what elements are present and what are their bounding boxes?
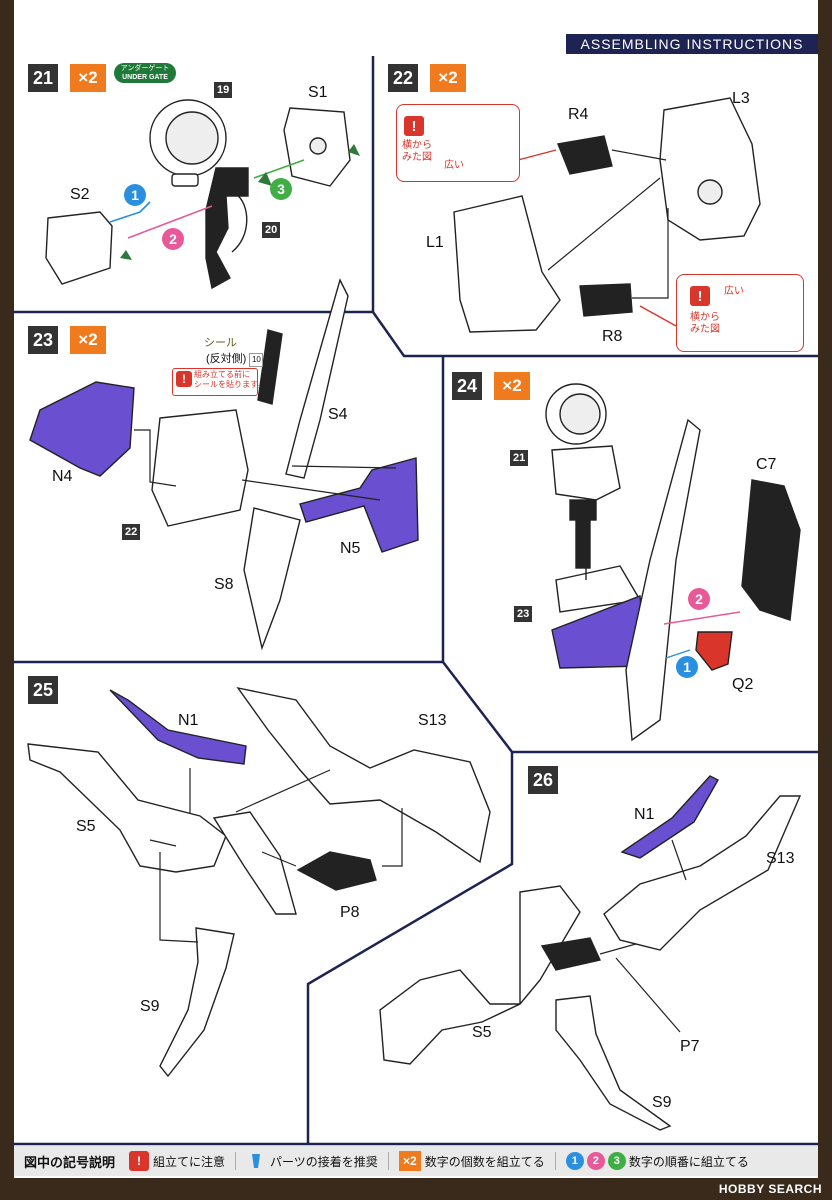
caution-line-2: シールを貼ります。 [194, 380, 266, 389]
part-tag-22: 22 [122, 524, 141, 540]
sticker-sub: (反対側) 10 [206, 350, 264, 367]
part-label-s8: S8 [214, 576, 234, 593]
part-label-n5: N5 [340, 540, 361, 557]
part-label-s9: S9 [140, 998, 160, 1015]
part-label-s13: S13 [766, 850, 795, 867]
step-21-number: 21 [28, 64, 58, 92]
side-view-label-2b: みた図 [690, 324, 720, 335]
caution-icon: ! [404, 116, 424, 136]
legend-glue-text: パーツの接着を推奨 [270, 1154, 378, 1169]
order-1-circle: 1 [676, 656, 698, 678]
header-title: ASSEMBLING INSTRUCTIONS [566, 34, 818, 54]
order-2-circle: 2 [688, 588, 710, 610]
legend-title: 図中の記号説明 [24, 1154, 116, 1170]
multiplier-icon: ×2 [398, 1151, 421, 1171]
order-1-circle: 1 [124, 184, 146, 206]
part-tag-20: 20 [262, 222, 281, 238]
under-gate-badge: アンダーゲート UNDER GATE [114, 63, 176, 83]
part-tag-23: 23 [514, 606, 533, 622]
wide-label-1: 広い [444, 160, 464, 171]
caution-icon: ! [129, 1151, 150, 1171]
under-gate-jp: アンダーゲート [120, 65, 170, 72]
part-label-c7: C7 [756, 456, 777, 473]
step-23-number: 23 [28, 326, 58, 354]
sticker-side: (反対側) [206, 353, 247, 365]
symbol-legend: 図中の記号説明 ! 組立てに注意 パーツの接着を推奨 ×2 数字の個数を組立てる… [14, 1146, 818, 1176]
step-22-number: 22 [388, 64, 418, 92]
part-label-s1: S1 [308, 84, 328, 101]
step-21-multiplier: ×2 [70, 64, 106, 92]
glue-icon [246, 1151, 266, 1171]
part-label-s9: S9 [652, 1094, 672, 1111]
step-22-multiplier: ×2 [430, 64, 466, 92]
sticker-text: シール [204, 337, 237, 349]
part-label-s13: S13 [418, 712, 447, 729]
part-label-l3: L3 [732, 90, 750, 107]
wide-label-2: 広い [724, 286, 744, 297]
order-1-icon: 1 [565, 1152, 584, 1170]
legend-multiplier-text: 数字の個数を組立てる [424, 1154, 545, 1169]
order-3-circle: 3 [270, 178, 292, 200]
legend-divider [235, 1152, 237, 1170]
part-label-p7: P7 [680, 1038, 700, 1055]
part-label-s5: S5 [472, 1024, 492, 1041]
side-view-label-1a: 横から [402, 140, 432, 151]
legend-order-text: 数字の順番に組立てる [628, 1154, 749, 1169]
step-25-number: 25 [28, 676, 58, 704]
part-label-s4: S4 [328, 406, 348, 423]
caution-icon: ! [176, 371, 192, 387]
part-label-r4: R4 [568, 106, 589, 123]
side-view-label-1b: みた図 [402, 152, 432, 163]
part-label-n1: N1 [178, 712, 199, 729]
part-label-l1: L1 [426, 234, 444, 251]
part-tag-21: 21 [510, 450, 529, 466]
part-label-n1: N1 [634, 806, 655, 823]
part-tag-19: 19 [214, 82, 233, 98]
legend-caution: ! 組立てに注意 [129, 1151, 225, 1171]
step21-art [45, 99, 351, 290]
legend-multiplier: ×2 数字の個数を組立てる [398, 1151, 545, 1171]
step-26-number: 26 [528, 766, 558, 794]
side-view-label-2a: 横から [690, 312, 720, 323]
part-label-p8: P8 [340, 904, 360, 921]
part-label-s2: S2 [70, 186, 90, 203]
legend-divider [554, 1152, 556, 1170]
sticker-label: シール [204, 334, 237, 350]
under-gate-en: UNDER GATE [122, 74, 168, 81]
legend-caution-text: 組立てに注意 [153, 1154, 226, 1169]
step-24-multiplier: ×2 [494, 372, 530, 400]
order-3-icon: 3 [607, 1152, 626, 1170]
caution-icon: ! [690, 286, 710, 306]
order-2-icon: 2 [586, 1152, 605, 1170]
order-2-circle: 2 [162, 228, 184, 250]
part-label-q2: Q2 [732, 676, 754, 693]
legend-glue: パーツの接着を推奨 [246, 1151, 378, 1171]
part-label-s5: S5 [76, 818, 96, 835]
caution-line-1: 組み立てる前に [194, 370, 250, 379]
step-24-number: 24 [452, 372, 482, 400]
legend-order: 1 2 3 数字の順番に組立てる [565, 1152, 749, 1170]
watermark-logo: HOBBY SEARCH [718, 1182, 822, 1196]
sticker-number: 10 [249, 353, 264, 367]
part-label-n4: N4 [52, 468, 73, 485]
part-label-r8: R8 [602, 328, 623, 345]
step-23-multiplier: ×2 [70, 326, 106, 354]
legend-divider [387, 1152, 389, 1170]
